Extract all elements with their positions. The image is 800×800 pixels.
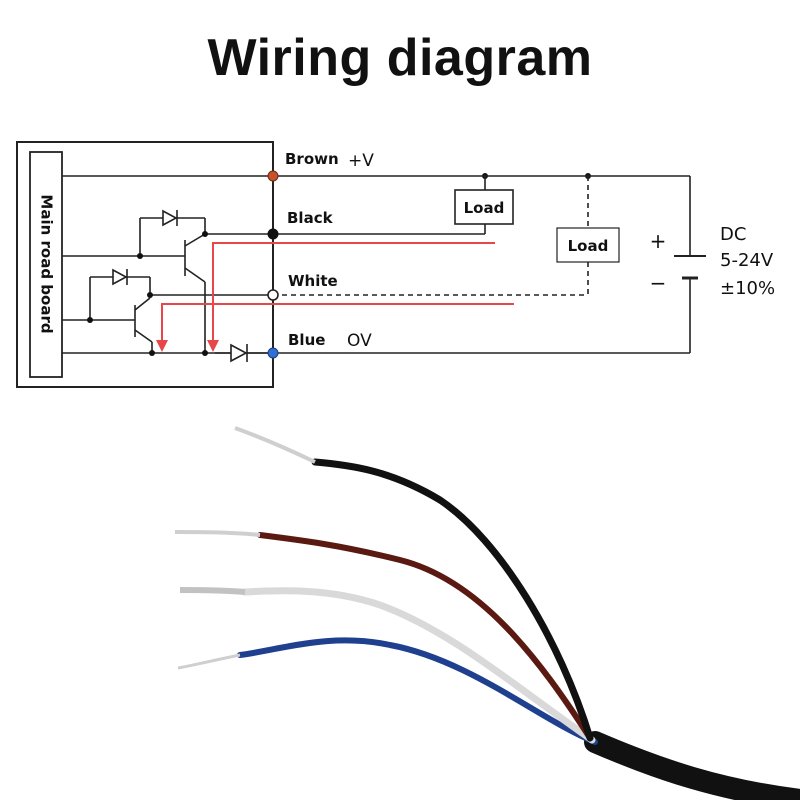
load-box-2 <box>556 227 620 263</box>
terminal-white <box>267 289 279 301</box>
junction-dots <box>87 173 591 356</box>
supply-tolerance: ±10% <box>720 278 775 299</box>
label-blue: Blue <box>288 331 325 349</box>
main-board <box>29 151 63 378</box>
wiring-schematic: Main road board <box>16 141 775 388</box>
label-black: Black <box>287 209 334 227</box>
cable-wire-black <box>311 458 594 742</box>
label-brown-signal: +V <box>348 151 374 171</box>
external-circuit <box>273 175 691 354</box>
cable-jacket <box>584 731 800 800</box>
supply-minus: − <box>650 271 667 295</box>
current-flow <box>161 242 514 343</box>
battery-symbol <box>674 255 706 280</box>
diode-upper <box>162 209 178 227</box>
flow-arrow-black <box>207 340 219 352</box>
internal-circuit <box>62 142 274 387</box>
cable-strands-brown <box>174 530 261 537</box>
cable-wire-brown <box>257 532 593 741</box>
terminal-black <box>267 228 279 240</box>
cable-strands-white <box>179 587 246 595</box>
terminal-blue <box>267 347 279 359</box>
label-blue-signal: OV <box>347 331 372 351</box>
supply-voltage: 5-24V <box>720 250 774 271</box>
load-label-1: Load <box>464 199 505 217</box>
diode-output <box>230 343 248 363</box>
label-white: White <box>288 272 338 290</box>
load-box-1 <box>454 189 514 225</box>
supply-plus: + <box>650 229 667 253</box>
label-brown: Brown <box>285 150 339 168</box>
flow-arrow-white <box>156 340 168 352</box>
main-board-label: Main road board <box>38 194 56 333</box>
load-label-2: Load <box>568 237 609 255</box>
cable-wire-blue <box>237 637 598 745</box>
supply-type: DC <box>720 224 746 245</box>
cable-wire-white <box>241 587 596 744</box>
cable-strands-blue <box>177 653 241 670</box>
diode-lower <box>112 268 128 286</box>
page-title: Wiring diagram <box>207 29 593 87</box>
cable-strands-black <box>234 426 316 464</box>
terminal-brown <box>267 170 279 182</box>
